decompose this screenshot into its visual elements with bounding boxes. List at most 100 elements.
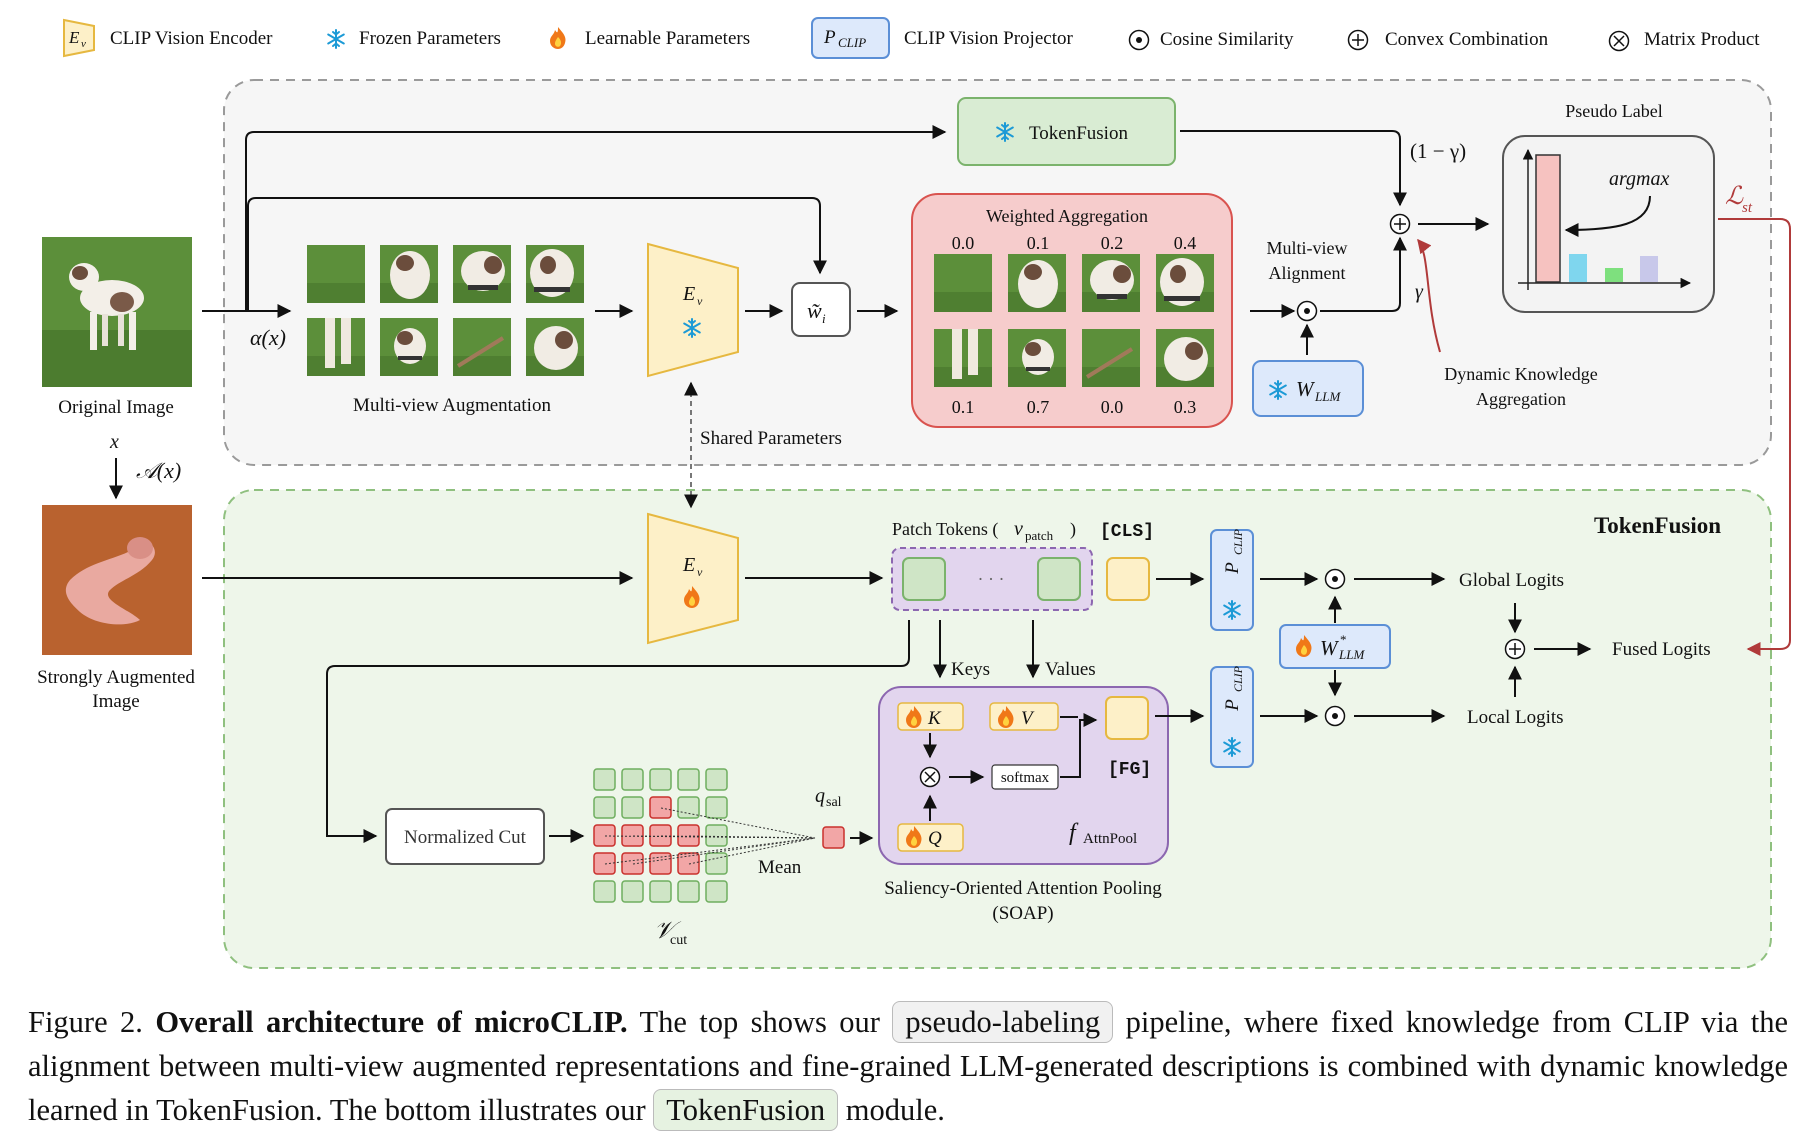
mean-label: Mean [758,857,802,878]
background-patch [649,768,672,791]
gamma-label: γ [1415,281,1424,303]
patch-tokens: · · · [891,547,1093,611]
fused-logits-label: Fused Logits [1612,639,1711,660]
caption-chip-pseudo-labeling: pseudo-labeling [892,1001,1114,1043]
salient-patch [621,824,644,847]
legend-encoder-symbol: E [68,28,80,47]
local-logits-label: Local Logits [1467,707,1564,728]
loss-arrow [1718,218,1791,656]
background-patch [677,796,700,819]
projector-global: P CLIP [1210,528,1254,631]
weight-bottom-4: 0.3 [1174,397,1197,417]
salient-patch [593,824,616,847]
k-label: K [927,708,942,729]
background-patch [593,796,616,819]
loss-sub: st [1742,200,1753,216]
softmax-label: softmax [1001,770,1050,786]
projector-global-sub: CLIP [1231,528,1245,555]
fg-token [1105,696,1149,740]
encoder-top-symbol: E [682,283,695,305]
encoder-bottom: E v [647,512,739,645]
legend-flame-icon [550,27,566,49]
salient-patch [649,852,672,875]
background-patch [705,824,728,847]
background-patch [677,880,700,903]
alpha-label: α(x) [250,325,286,350]
patch-tokens-sub: patch [1025,528,1054,543]
legend: E v CLIP Vision Encoder Frozen Parameter… [63,17,1760,59]
weight-bottom-3: 0.0 [1101,397,1124,417]
vcut-sub: cut [670,933,687,948]
legend-matrix-label: Matrix Product [1644,29,1760,50]
values-label: Values [1045,659,1096,680]
caption-title: Overall architecture of microCLIP. [155,1005,628,1039]
weight-bottom-2: 0.7 [1027,397,1050,417]
background-patch [705,880,728,903]
salient-patch [621,852,644,875]
wllm-symbol: W [1296,377,1316,401]
strong-aug-label-1: Strongly Augmented [37,667,195,688]
weight-top-2: 0.1 [1027,233,1050,253]
encoder-top: E v [647,242,739,378]
vcut-grid [593,768,728,903]
background-patch [705,852,728,875]
normalized-cut-label: Normalized Cut [404,827,527,848]
projector-local-sub: CLIP [1231,665,1245,692]
encoder-top-sub: v [697,294,703,308]
background-patch [677,768,700,791]
legend-projector-sub: CLIP [838,35,866,50]
arrow-dka [1417,238,1441,353]
projector-local: P CLIP [1210,665,1254,768]
legend-frozen-label: Frozen Parameters [359,28,501,49]
salient-patch [677,824,700,847]
matrix-product-icon [1608,30,1630,52]
q-label: Q [928,828,942,849]
v-label: V [1021,708,1035,729]
convex-combination-icon [1347,29,1369,51]
one-minus-gamma-label: (1 − γ) [1410,139,1466,163]
patch-tokens-v: v [1014,518,1023,540]
figure-caption: Figure 2. Overall architecture of microC… [28,1000,1788,1132]
arrow-cosine-to-combine [1320,236,1407,312]
x-label: x [109,431,119,453]
wllm-box: W LLM [1252,360,1364,417]
weight-top-3: 0.2 [1101,233,1124,253]
arrow-to-normalized-cut [326,620,910,843]
wllm-star-symbol: W [1320,636,1340,660]
cosine-similarity-global-icon [1324,568,1346,590]
background-patch [621,880,644,903]
cls-label: [CLS] [1100,522,1154,542]
weight-bottom-1: 0.1 [952,397,975,417]
weighted-aggregation: Weighted Aggregation 0.0 0.1 0.2 0.4 0.1… [911,193,1233,428]
salient-patch [593,852,616,875]
architecture-diagram: E v CLIP Vision Encoder Frozen Parameter… [37,17,1791,969]
fg-label: [FG] [1108,760,1151,780]
legend-convex-label: Convex Combination [1385,29,1549,50]
multiview-aug-label: Multi-view Augmentation [353,395,551,416]
encoder-bottom-symbol: E [682,554,695,576]
weights-box: w̃ i [791,282,851,337]
soap-label-1: Saliency-Oriented Attention Pooling [884,878,1162,899]
salient-patch [677,852,700,875]
cosine-similarity-local-icon [1324,705,1346,727]
background-patch [593,880,616,903]
caption-text-2: pipeline, where fixed knowledge from CLI… [28,1005,1789,1127]
legend-projector-symbol: P [823,27,836,48]
shared-params-label: Shared Parameters [700,428,842,449]
caption-text-3: module. [845,1093,945,1127]
patch-tokens-dots: · · · [978,569,1005,589]
wllm-star-sup: * [1340,632,1347,647]
background-patch [593,768,616,791]
qsal-sub: sal [826,795,842,810]
tokenfusion-box: TokenFusion [957,97,1176,166]
background-patch [705,768,728,791]
legend-encoder-label: CLIP Vision Encoder [110,28,273,49]
tokenfusion-label: TokenFusion [1029,123,1128,144]
arrow-to-weights [247,197,827,311]
cosine-similarity-top-icon [1296,300,1318,322]
patch-tokens-prefix: Patch Tokens ( [892,519,998,540]
legend-encoder-icon: E v [63,18,95,58]
keys-label: Keys [951,659,990,680]
caption-text-1: The top shows our [639,1005,880,1039]
strong-aug-label-2: Image [92,691,139,712]
